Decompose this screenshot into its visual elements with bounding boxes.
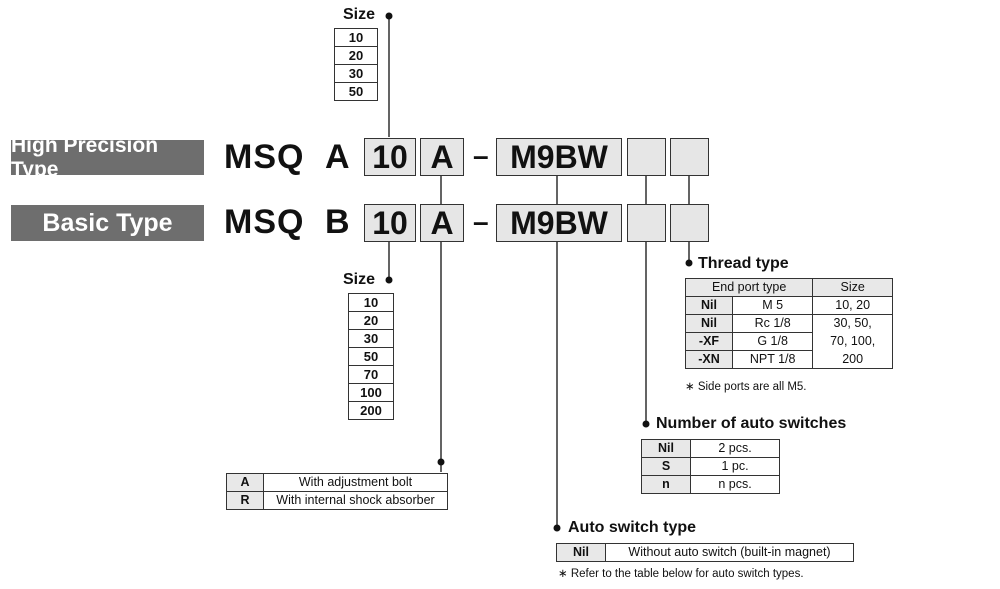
thread-key: Nil bbox=[685, 296, 733, 315]
basic-thread-box bbox=[670, 204, 709, 242]
thread-key: -XF bbox=[685, 332, 733, 351]
thread-size: 30, 50, bbox=[812, 314, 893, 333]
basic-size-item: 70 bbox=[348, 365, 394, 384]
thread-value: NPT 1/8 bbox=[731, 350, 814, 369]
hp-switch-box: M9BW bbox=[496, 138, 622, 176]
auto-switch-value: Without auto switch (built-in magnet) bbox=[605, 543, 854, 562]
basic-size-item: 30 bbox=[348, 329, 394, 348]
basic-switch-box: M9BW bbox=[496, 204, 622, 242]
basic-adj-box: A bbox=[420, 204, 464, 242]
auto-switch-key: Nil bbox=[556, 543, 606, 562]
basic-dash: – bbox=[473, 206, 489, 237]
hp-thread-box bbox=[670, 138, 709, 176]
adjust-key: R bbox=[226, 491, 264, 510]
basic-size-item: 200 bbox=[348, 401, 394, 420]
thread-key: -XN bbox=[685, 350, 733, 369]
basic-size-item: 100 bbox=[348, 383, 394, 402]
basic-size-item: 10 bbox=[348, 293, 394, 312]
auto-switch-note: ∗ Refer to the table below for auto swit… bbox=[558, 568, 804, 580]
adjust-value: With internal shock absorber bbox=[263, 491, 448, 510]
hp-adj-box: A bbox=[420, 138, 464, 176]
basic-size-item: 20 bbox=[348, 311, 394, 330]
thread-size: 10, 20 bbox=[812, 296, 893, 315]
thread-note: ∗ Side ports are all M5. bbox=[685, 381, 807, 393]
thread-header-size: Size bbox=[812, 278, 893, 297]
thread-value: G 1/8 bbox=[731, 332, 814, 351]
hp-size-item: 20 bbox=[334, 46, 378, 65]
hp-size-box: 10 bbox=[364, 138, 416, 176]
switch-count-key: n bbox=[641, 475, 691, 494]
switch-count-value: n pcs. bbox=[690, 475, 780, 494]
switch-count-value: 1 pc. bbox=[690, 457, 780, 476]
thread-size: 70, 100, bbox=[812, 332, 893, 351]
adjust-key: A bbox=[226, 473, 264, 492]
adjust-value: With adjustment bolt bbox=[263, 473, 448, 492]
basic-size-title: Size bbox=[343, 271, 376, 288]
thread-key: Nil bbox=[685, 314, 733, 333]
basic-size-box: 10 bbox=[364, 204, 416, 242]
switch-count-key: S bbox=[641, 457, 691, 476]
thread-size: 200 bbox=[812, 350, 893, 369]
hp-count-box bbox=[627, 138, 666, 176]
hp-size-item: 30 bbox=[334, 64, 378, 83]
hp-type-label: High Precision Type bbox=[11, 134, 204, 181]
basic-prefix-b: B bbox=[325, 203, 351, 241]
switch-count-value: 2 pcs. bbox=[690, 439, 780, 458]
basic-count-box bbox=[627, 204, 666, 242]
basic-size-item: 50 bbox=[348, 347, 394, 366]
thread-value: M 5 bbox=[731, 296, 814, 315]
auto-switch-title: Auto switch type bbox=[568, 519, 697, 536]
thread-type-title: Thread type bbox=[698, 255, 789, 272]
hp-size-item: 10 bbox=[334, 28, 378, 47]
hp-prefix-msq: MSQ bbox=[224, 138, 305, 176]
basic-size-table: 10 20 30 50 70 100 200 bbox=[348, 293, 394, 420]
hp-size-title: Size bbox=[343, 6, 376, 23]
thread-value: Rc 1/8 bbox=[731, 314, 814, 333]
hp-size-item: 50 bbox=[334, 82, 378, 101]
basic-type-label: Basic Type bbox=[11, 205, 204, 241]
hp-dash: – bbox=[473, 140, 489, 171]
hp-prefix-a: A bbox=[325, 138, 351, 176]
thread-header-port: End port type bbox=[684, 278, 814, 297]
switch-count-key: Nil bbox=[641, 439, 691, 458]
hp-size-table: 10 20 30 50 bbox=[334, 28, 378, 101]
basic-prefix-msq: MSQ bbox=[224, 203, 305, 241]
switch-count-title: Number of auto switches bbox=[656, 415, 847, 432]
